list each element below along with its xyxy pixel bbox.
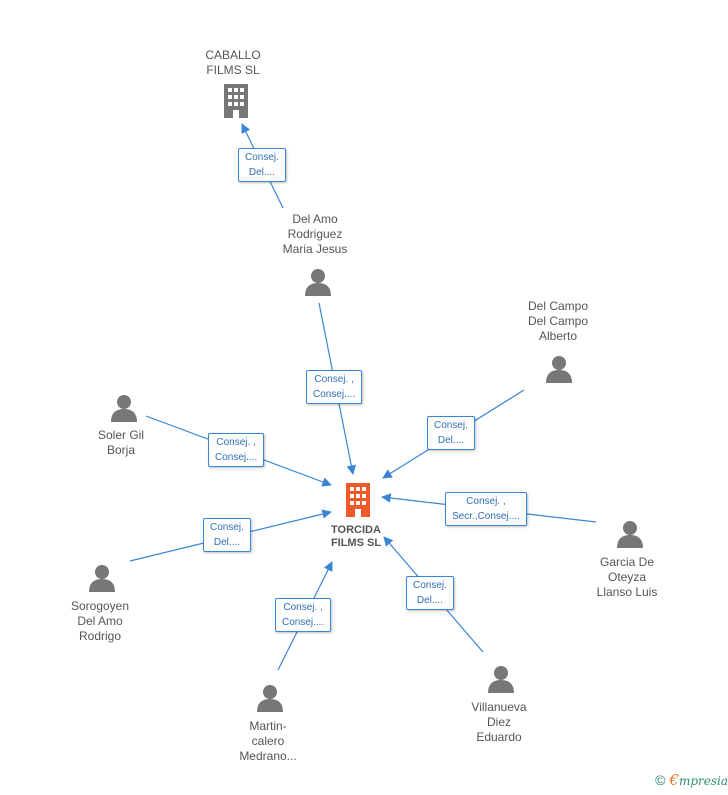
relation-del-amo[interactable]: Consej. , Consej.... bbox=[306, 370, 363, 404]
relation-garcia[interactable]: Consej. , Secr.,Consej.... bbox=[445, 492, 527, 526]
person-icon[interactable] bbox=[304, 268, 332, 296]
empresia-brand[interactable]: ©€mpresia bbox=[655, 771, 728, 789]
relation-caballo-del-amo[interactable]: Consej. Del.... bbox=[238, 148, 286, 182]
relation-martin[interactable]: Consej. , Consej.... bbox=[275, 598, 332, 632]
person-icon[interactable] bbox=[256, 684, 284, 712]
person-icon[interactable] bbox=[545, 355, 573, 383]
relation-villanueva[interactable]: Consej. Del.... bbox=[406, 576, 454, 610]
brand-initial: € bbox=[669, 771, 679, 789]
main-company-building-icon[interactable] bbox=[342, 483, 374, 517]
copyright-symbol: © bbox=[655, 772, 666, 788]
person-label-del-amo[interactable]: Del Amo Rodriguez Maria Jesus bbox=[282, 212, 348, 256]
person-label-villanueva[interactable]: Villanueva Diez Eduardo bbox=[471, 700, 527, 744]
person-label-sorogoyen[interactable]: Sorogoyen Del Amo Rodrigo bbox=[70, 599, 130, 643]
person-label-del-campo[interactable]: Del Campo Del Campo Alberto bbox=[527, 299, 589, 343]
torcida-films-label[interactable]: TORCIDA FILMS SL bbox=[330, 524, 382, 549]
person-icon[interactable] bbox=[110, 394, 138, 422]
relation-sorogoyen[interactable]: Consej. Del.... bbox=[203, 518, 251, 552]
brand-name: mpresia bbox=[678, 774, 728, 788]
relation-soler[interactable]: Consej. , Consej.... bbox=[208, 433, 265, 467]
person-label-soler[interactable]: Soler Gil Borja bbox=[97, 428, 144, 457]
person-label-garcia[interactable]: Garcia De Oteyza Llanso Luis bbox=[596, 555, 658, 599]
person-label-martin[interactable]: Martin- calero Medrano... bbox=[239, 719, 297, 763]
company-building-icon[interactable] bbox=[220, 84, 252, 118]
person-icon[interactable] bbox=[88, 564, 116, 592]
relation-del-campo[interactable]: Consej. Del.... bbox=[427, 416, 475, 450]
person-icon[interactable] bbox=[487, 665, 515, 693]
person-icon[interactable] bbox=[616, 520, 644, 548]
caballo-films-label[interactable]: CABALLO FILMS SL bbox=[205, 48, 261, 77]
